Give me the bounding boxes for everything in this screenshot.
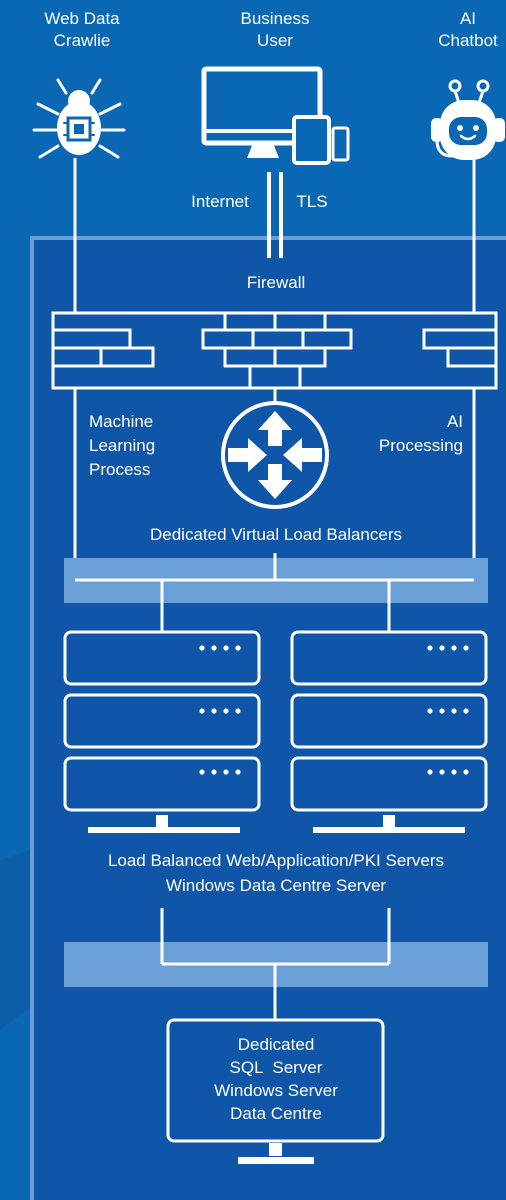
chatbot-label-line2: Chatbot [438, 31, 498, 50]
crawler-label-line2: Crawlie [54, 31, 111, 50]
server-unit [63, 693, 261, 749]
ml-label-line2: Learning [89, 436, 155, 455]
business-user-label-line2: User [257, 31, 293, 50]
server-unit [63, 756, 261, 812]
sql-label-line2: SQL Server [230, 1058, 323, 1077]
servers-label-line2: Windows Data Centre Server [166, 876, 386, 895]
server-stack-right [290, 630, 488, 833]
robot-icon [431, 79, 505, 160]
sql-label-line1: Dedicated [238, 1035, 315, 1054]
chatbot-label: AI Chatbot [438, 9, 498, 50]
router-icon [221, 401, 329, 509]
server-stack-left [63, 630, 261, 833]
server-unit [290, 630, 488, 686]
server-unit [290, 756, 488, 812]
internet-label: Internet [191, 192, 249, 211]
business-user-label-line1: Business [241, 9, 310, 28]
load-balancer-label: Dedicated Virtual Load Balancers [150, 525, 402, 544]
crawler-label-line1: Web Data [44, 9, 120, 28]
servers-label-line1: Load Balanced Web/Application/PKI Server… [108, 851, 444, 870]
chatbot-label-line1: AI [460, 9, 476, 28]
sql-label-line4: Data Centre [230, 1104, 322, 1123]
tls-label: TLS [296, 192, 327, 211]
ml-label-line1: Machine [89, 412, 153, 431]
firewall-label: Firewall [247, 273, 306, 292]
devices-icon [201, 66, 350, 165]
ai-label-line2: Processing [379, 436, 463, 455]
ml-label-line3: Process [89, 460, 150, 479]
ai-label-line1: AI [447, 412, 463, 431]
datacentre-panel [30, 236, 506, 1200]
server-unit [290, 693, 488, 749]
sql-server-monitor [166, 1018, 385, 1164]
business-user-label: Business User [241, 9, 310, 50]
sql-server-label: Dedicated SQL Server Windows Server Data… [214, 1035, 338, 1123]
sql-label-line3: Windows Server [214, 1081, 338, 1100]
ml-process-label: Machine Learning Process [89, 412, 155, 479]
ai-processing-label: AI Processing [379, 412, 463, 455]
server-unit [63, 630, 261, 686]
bug-chip-icon [32, 78, 126, 159]
crawler-label: Web Data Crawlie [44, 9, 120, 50]
